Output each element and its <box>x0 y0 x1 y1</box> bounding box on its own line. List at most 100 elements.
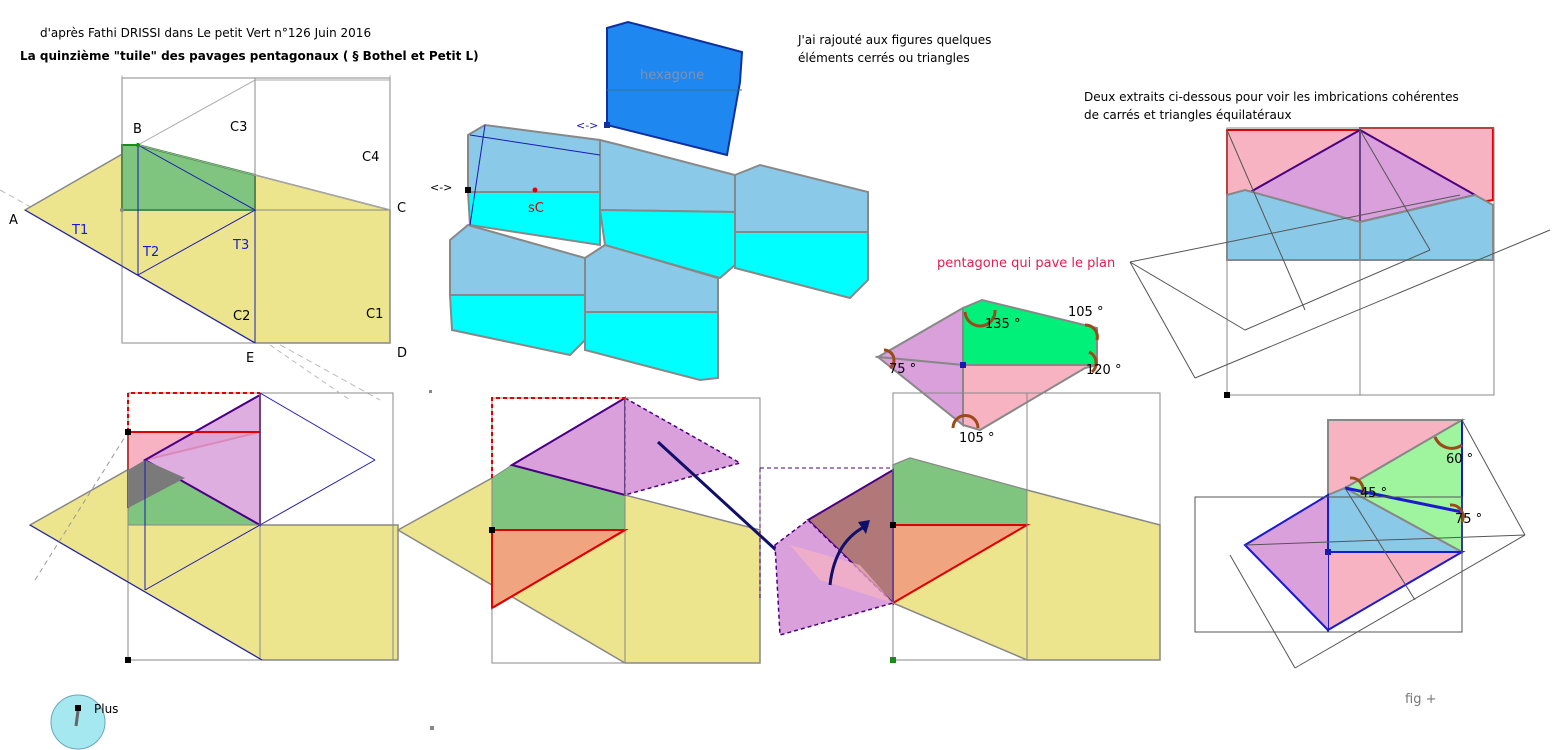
tile <box>584 311 719 382</box>
angle-75b: 75 ° <box>1455 512 1482 527</box>
extracts-line-1: Deux extraits ci-dessous pour voir les i… <box>1084 90 1459 104</box>
tile <box>466 191 601 247</box>
handle-point[interactable] <box>604 122 610 128</box>
grey-line <box>137 79 256 146</box>
label-a: A <box>9 213 18 228</box>
angle-arc <box>963 309 997 328</box>
extract-1 <box>1129 127 1551 398</box>
plus-handle[interactable] <box>75 705 81 711</box>
pentagon-figure <box>874 298 1099 432</box>
label-d: D <box>397 346 407 361</box>
tile <box>734 231 869 300</box>
grey-line <box>1129 261 1196 379</box>
label-e: E <box>246 351 254 366</box>
grey-line <box>1294 534 1526 669</box>
blue-line <box>144 524 261 591</box>
handle-point[interactable] <box>125 429 131 435</box>
angle-arc <box>1433 436 1463 450</box>
construction-line <box>269 344 351 401</box>
pink-part <box>962 364 1098 432</box>
angle-arc <box>1084 323 1099 341</box>
arrow-head <box>858 520 870 534</box>
label-c2: C2 <box>233 309 250 324</box>
label-t2: T2 <box>142 245 159 260</box>
arrow-label-2: <-> <box>576 119 598 132</box>
note-line-2: éléments cerrés ou triangles <box>798 51 970 65</box>
hexagon-tiling <box>448 123 869 382</box>
angle-arc <box>951 414 980 429</box>
grey-line <box>1344 487 1416 601</box>
figure-bottom-1 <box>28 344 399 663</box>
blue-line <box>469 134 601 156</box>
plus-stem <box>74 710 80 727</box>
point[interactable] <box>120 208 124 212</box>
point-sc[interactable] <box>532 187 538 193</box>
grey-line <box>1244 249 1431 331</box>
fig-label[interactable]: fig + <box>1405 692 1436 707</box>
dashed-square <box>491 397 625 478</box>
tile <box>467 123 601 193</box>
figure-bottom-2 <box>396 396 806 664</box>
handle-point[interactable] <box>125 657 131 663</box>
label-t3: T3 <box>232 238 249 253</box>
plus-label[interactable]: Plus <box>94 702 118 716</box>
blue-line <box>469 124 486 226</box>
pentagon-title: pentagone qui pave le plan <box>937 256 1115 271</box>
handle-point[interactable] <box>489 527 495 533</box>
tile <box>584 243 719 313</box>
angle-arc <box>1449 503 1465 523</box>
credit-text: d'après Fathi DRISSI dans Le petit Vert … <box>40 26 371 40</box>
handle-point[interactable] <box>960 362 966 368</box>
angle-120: 120 ° <box>1086 363 1121 378</box>
angle-105a: 105 ° <box>1068 305 1103 320</box>
extract-2 <box>1194 418 1526 669</box>
arrow-label-1: <-> <box>430 181 452 194</box>
violet-dashed-triangle <box>624 396 742 496</box>
small-point <box>429 390 432 393</box>
label-t1: T1 <box>71 223 88 238</box>
grey-line <box>137 144 391 211</box>
angle-60: 60 ° <box>1446 452 1473 467</box>
tile <box>448 294 586 357</box>
page-title: La quinzième "tuile" des pavages pentago… <box>20 49 479 63</box>
figure-bottom-3 <box>759 392 1161 663</box>
extracts-line-2: de carrés et triangles équilatéraux <box>1084 108 1292 122</box>
blue-line <box>24 209 256 344</box>
angle-arc <box>883 348 896 370</box>
hexagon-label: hexagone <box>640 68 704 83</box>
angle-45: 45 ° <box>1360 486 1387 501</box>
blue-line <box>137 209 256 276</box>
handle-point[interactable] <box>1224 392 1230 398</box>
blue-line <box>259 392 376 461</box>
label-c4: C4 <box>362 150 379 165</box>
blue-line <box>29 524 263 661</box>
grey-line <box>1359 129 1431 251</box>
grey-line <box>1244 534 1526 546</box>
label-c1: C1 <box>366 307 383 322</box>
grey-line <box>1129 261 1246 331</box>
dashed-square <box>127 392 260 432</box>
handle-point[interactable] <box>1325 549 1331 555</box>
handle-point[interactable] <box>465 187 471 193</box>
angle-135: 135 ° <box>985 317 1020 332</box>
label-b: B <box>133 122 142 137</box>
label-sc: sC <box>528 201 544 216</box>
handle-point[interactable] <box>890 657 896 663</box>
tile <box>734 163 869 233</box>
frame-rect <box>1194 496 1463 633</box>
label-c: C <box>397 201 406 216</box>
blue-edge <box>1244 544 1329 631</box>
grey-line <box>1226 129 1306 311</box>
handle-point[interactable] <box>890 522 896 528</box>
overlap <box>128 460 185 508</box>
construction-line <box>34 431 129 581</box>
small-point <box>430 726 434 730</box>
frame-line <box>892 602 1028 661</box>
point-b[interactable] <box>136 143 140 147</box>
blue-line <box>137 144 256 211</box>
label-c3: C3 <box>230 120 247 135</box>
hexagon-shape <box>606 20 744 157</box>
angle-arc <box>1088 350 1098 374</box>
figure-construction <box>0 75 391 401</box>
blue-line <box>259 459 376 526</box>
